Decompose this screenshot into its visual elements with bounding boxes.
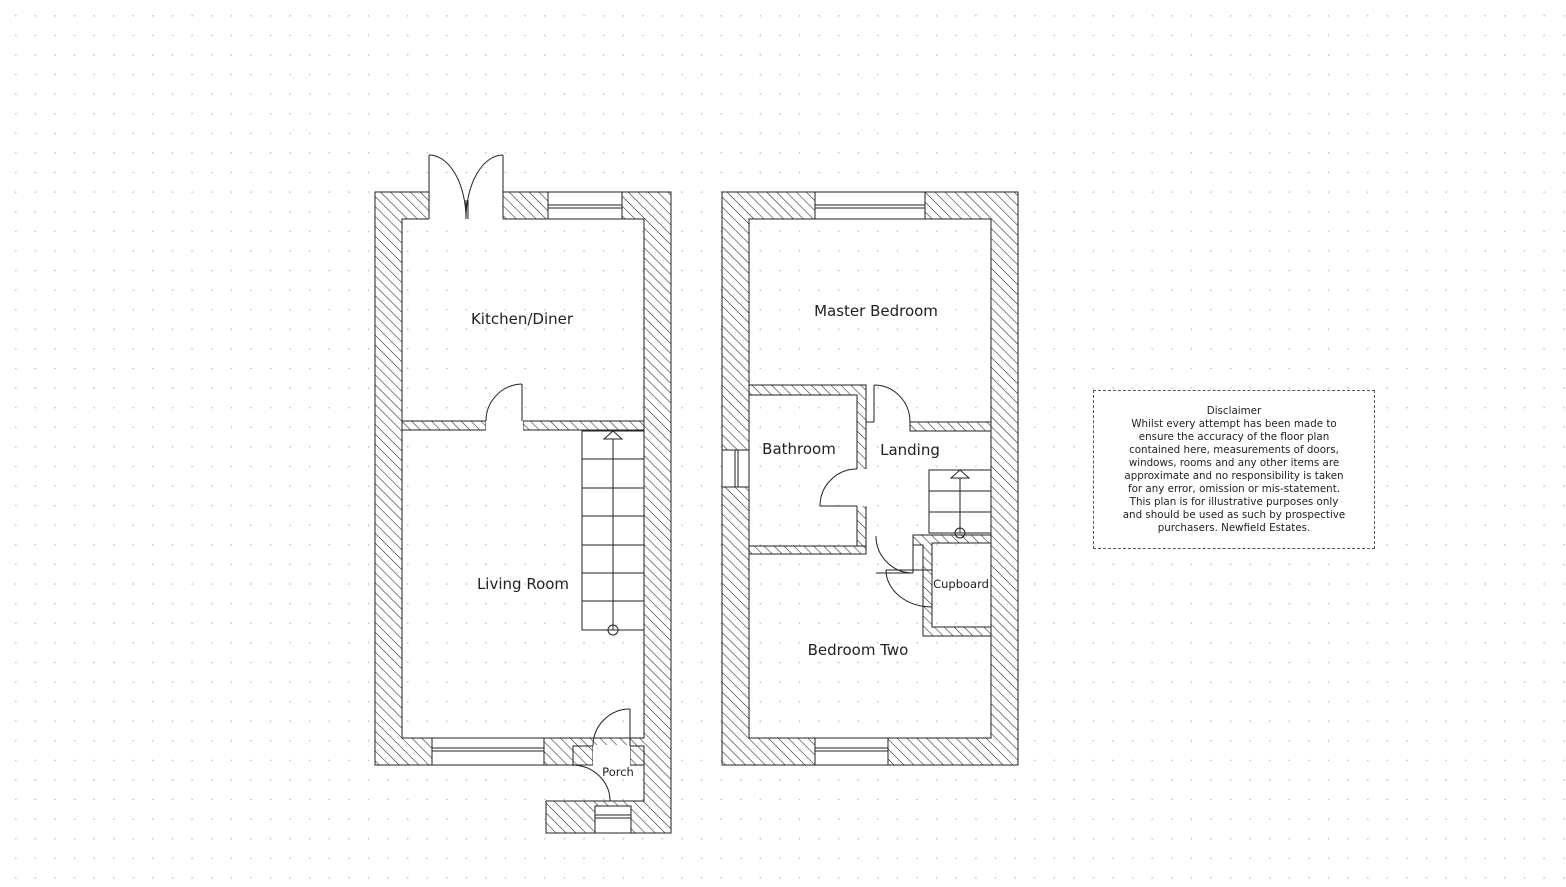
window-icon: [814, 737, 889, 766]
disclaimer-line: and should be used as such by prospectiv…: [1122, 509, 1346, 521]
room-label-bathroom: Bathroom: [762, 440, 836, 458]
stair-arrow-up-icon: [602, 430, 624, 636]
disclaimer-line: ensure the accuracy of the floor plan: [1138, 431, 1330, 443]
bedroom-two-wall-top: [748, 545, 867, 555]
porch-wall-right: [629, 745, 645, 766]
door-swing-icon: [572, 764, 611, 802]
window-icon: [594, 805, 632, 834]
landing-wall-top: [909, 421, 992, 432]
disclaimer-line: windows, rooms and any other items are: [1128, 457, 1340, 469]
disclaimer-line: approximate and no responsibility is tak…: [1124, 470, 1344, 482]
door-swing-icon: [592, 708, 631, 766]
room-label-master-bedroom: Master Bedroom: [814, 302, 938, 320]
room-label-kitchen-diner: Kitchen/Diner: [471, 310, 574, 328]
kitchen-living-wall-right: [522, 420, 645, 431]
room-label-porch: Porch: [602, 765, 634, 779]
window-icon: [547, 191, 623, 220]
stairs: [581, 430, 645, 631]
first-floor: Master Bedroom Bathroom Landing Cupboard…: [721, 191, 1019, 766]
disclaimer-box: Disclaimer Whilst every attempt has been…: [1093, 390, 1375, 549]
disclaimer-line: purchasers. Newfield Estates.: [1157, 522, 1311, 534]
stairs: [928, 469, 992, 534]
cupboard-walls: [912, 534, 992, 637]
disclaimer-line: This plan is for illustrative purposes o…: [1129, 496, 1339, 508]
door-swing-icon: [866, 384, 911, 423]
window-icon: [431, 737, 545, 766]
door-swing-icon: [875, 535, 914, 574]
room-label-landing: Landing: [880, 441, 940, 459]
room-label-cupboard: Cupboard: [933, 577, 989, 591]
door-swing-icon: [885, 569, 933, 608]
ground-floor: Kitchen/Diner Living Room Porch: [374, 154, 672, 834]
disclaimer-title: Disclaimer: [1206, 405, 1262, 417]
stair-arrow-up-icon: [949, 469, 971, 539]
window-icon: [814, 191, 926, 220]
room-label-bedroom-two: Bedroom Two: [808, 641, 909, 659]
door-swing-icon: [485, 383, 523, 431]
disclaimer-line: for any error, omission or mis-statement…: [1127, 483, 1341, 495]
room-label-living-room: Living Room: [477, 575, 569, 593]
kitchen-living-wall-left: [401, 420, 487, 431]
french-door-icon: [428, 154, 504, 220]
window-icon: [721, 449, 750, 488]
disclaimer-line: Whilst every attempt has been made to: [1131, 418, 1337, 430]
porch-wall: [572, 745, 594, 766]
door-swing-icon: [819, 468, 867, 507]
disclaimer-line: contained here, measurements of doors,: [1129, 444, 1339, 456]
